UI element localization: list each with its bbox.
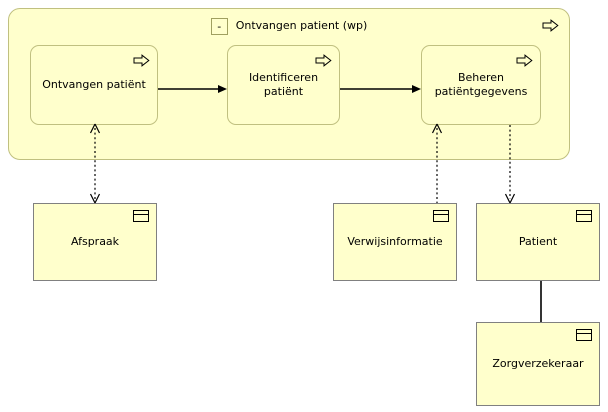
business-object-icon: [433, 210, 449, 222]
business-object-icon: [133, 210, 149, 222]
process-identificeren-patient[interactable]: Identificeren patiënt: [227, 45, 340, 125]
process-beheren-patientgegevens[interactable]: Beheren patiëntgegevens: [421, 45, 541, 125]
process-arrow-icon: [516, 52, 533, 67]
object-label: Afspraak: [70, 235, 120, 248]
process-label: Identificeren patiënt: [248, 71, 319, 98]
process-label: Ontvangen patiënt: [42, 78, 146, 91]
collapse-button[interactable]: -: [210, 17, 228, 35]
process-arrow-icon: [542, 17, 559, 32]
business-object-afspraak[interactable]: Afspraak: [33, 203, 157, 281]
group-header: - Ontvangen patient (wp): [9, 15, 569, 37]
business-object-verwijsinformatie[interactable]: Verwijsinformatie: [333, 203, 457, 281]
group-title: Ontvangen patient (wp): [235, 19, 368, 32]
business-object-icon: [576, 210, 592, 222]
business-object-patient[interactable]: Patient: [476, 203, 600, 281]
process-ontvangen-patient[interactable]: Ontvangen patiënt: [30, 45, 158, 125]
process-label: Beheren patiëntgegevens: [434, 71, 528, 98]
object-label: Patient: [518, 235, 558, 248]
object-label: Verwijsinformatie: [347, 235, 443, 248]
process-arrow-icon: [315, 52, 332, 67]
object-label: Zorgverzekeraar: [492, 357, 584, 370]
process-arrow-icon: [133, 52, 150, 67]
business-object-zorgverzekeraar[interactable]: Zorgverzekeraar: [476, 322, 600, 406]
business-object-icon: [576, 329, 592, 341]
